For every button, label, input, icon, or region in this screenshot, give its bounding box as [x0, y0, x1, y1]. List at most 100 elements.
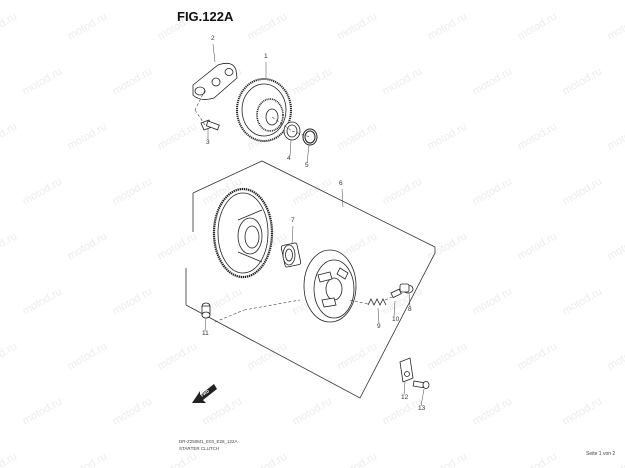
watermark-text: motod.ru	[66, 340, 110, 372]
leader-line	[212, 43, 216, 63]
watermark-text: motod.ru	[516, 10, 560, 42]
part-11-bolt	[201, 302, 211, 319]
part-2-bracket	[192, 62, 238, 100]
figure-title: FIG.122A	[177, 9, 234, 24]
watermark-text: motod.ru	[471, 175, 515, 207]
leader-line	[393, 300, 396, 318]
watermark-text: motod.ru	[336, 10, 380, 42]
leader-line	[377, 307, 380, 325]
leader-line	[291, 225, 294, 245]
leader-line	[403, 381, 406, 396]
watermark-text: motod.ru	[156, 230, 200, 262]
watermark-text: motod.ru	[561, 65, 605, 97]
watermark-text: motod.ru	[426, 450, 470, 468]
watermark-text: motod.ru	[606, 340, 625, 372]
callout-6: 6	[339, 180, 343, 187]
watermark-text: motod.ru	[21, 175, 65, 207]
watermark-text: motod.ru	[561, 285, 605, 317]
watermark-text: motod.ru	[426, 10, 470, 42]
leader-line	[306, 144, 310, 164]
callout-4: 4	[287, 155, 291, 162]
watermark-text: motod.ru	[111, 285, 155, 317]
part-8-roller	[399, 283, 414, 294]
part-7-bearing	[280, 242, 302, 268]
watermark-text: motod.ru	[0, 10, 19, 42]
callout-13: 13	[418, 405, 426, 412]
part-3-bolt	[200, 119, 220, 131]
watermark-text: motod.ru	[21, 65, 65, 97]
watermark-text: motod.ru	[291, 175, 335, 207]
callout-12: 12	[401, 394, 409, 401]
watermark-text: motod.ru	[291, 395, 335, 427]
watermark-text: motod.ru	[471, 285, 515, 317]
watermark-text: motod.ru	[0, 340, 19, 372]
callout-8: 8	[408, 306, 412, 313]
watermark-text: motod.ru	[561, 395, 605, 427]
page-indicator: Seite 1 von 2	[586, 451, 616, 457]
callout-9: 9	[377, 323, 381, 330]
watermark-text: motod.ru	[561, 175, 605, 207]
watermark-text: motod.ru	[201, 395, 245, 427]
watermark-text: motod.ru	[0, 120, 19, 152]
watermark-text: motod.ru	[0, 450, 19, 468]
part-12-plate	[399, 357, 414, 383]
watermark-text: motod.ru	[111, 175, 155, 207]
watermark-text: motod.ru	[516, 340, 560, 372]
watermark-text: motod.ru	[606, 230, 625, 262]
watermark-text: motod.ru	[21, 395, 65, 427]
watermark-text: motod.ru	[156, 120, 200, 152]
part-6-clutch-housing	[303, 249, 357, 323]
watermark-text: motod.ru	[246, 450, 290, 468]
watermark-text: motod.ru	[66, 10, 110, 42]
watermark-text: motod.ru	[381, 175, 425, 207]
part-6-starter-clutch-gear	[212, 187, 274, 279]
part-5-circlip	[302, 128, 318, 146]
watermark-text: motod.ru	[606, 120, 625, 152]
watermark-text: motod.ru	[156, 450, 200, 468]
watermark-text: motod.ru	[156, 340, 200, 372]
callout-2: 2	[211, 35, 215, 42]
watermark-text: motod.ru	[516, 230, 560, 262]
part-13-bolt	[412, 380, 430, 389]
watermark-text: motod.ru	[246, 10, 290, 42]
watermark-text: motod.ru	[66, 230, 110, 262]
watermark-text: motod.ru	[111, 65, 155, 97]
watermark-text: motod.ru	[516, 120, 560, 152]
watermark-text: motod.ru	[426, 230, 470, 262]
figure-name: STARTER CLUTCH	[179, 446, 220, 451]
watermark-text: motod.ru	[426, 120, 470, 152]
callout-11: 11	[202, 330, 209, 337]
watermark-text: motod.ru	[336, 450, 380, 468]
assembly-box-outline	[185, 160, 436, 399]
watermark-text: motod.ru	[291, 65, 335, 97]
watermark-text: motod.ru	[0, 230, 19, 262]
leader-line	[289, 139, 292, 157]
front-label: FWD	[200, 388, 210, 397]
callout-3: 3	[206, 139, 210, 146]
watermark-text: motod.ru	[516, 450, 560, 468]
watermark-text: motod.ru	[111, 395, 155, 427]
watermark-text: motod.ru	[471, 65, 515, 97]
assembly-lines	[194, 89, 393, 323]
watermark-text: motod.ru	[336, 340, 380, 372]
watermark-text: motod.ru	[471, 395, 515, 427]
watermark-text: motod.ru	[426, 340, 470, 372]
callout-7: 7	[291, 217, 295, 224]
watermark-text: motod.ru	[21, 285, 65, 317]
watermark-text: motod.ru	[336, 120, 380, 152]
callout-1: 1	[264, 53, 268, 60]
watermark-text: motod.ru	[381, 65, 425, 97]
watermark-text: motod.ru	[66, 450, 110, 468]
leader-line	[420, 388, 425, 407]
leader-line	[204, 317, 207, 332]
watermark-text: motod.ru	[66, 120, 110, 152]
front-direction-arrow: FWD	[192, 384, 217, 403]
part-1-gear	[236, 78, 292, 142]
figure-code: DR-Z250M1_E03_E28_122A	[179, 439, 238, 444]
watermark-text: motod.ru	[606, 10, 625, 42]
leader-line	[408, 292, 411, 308]
